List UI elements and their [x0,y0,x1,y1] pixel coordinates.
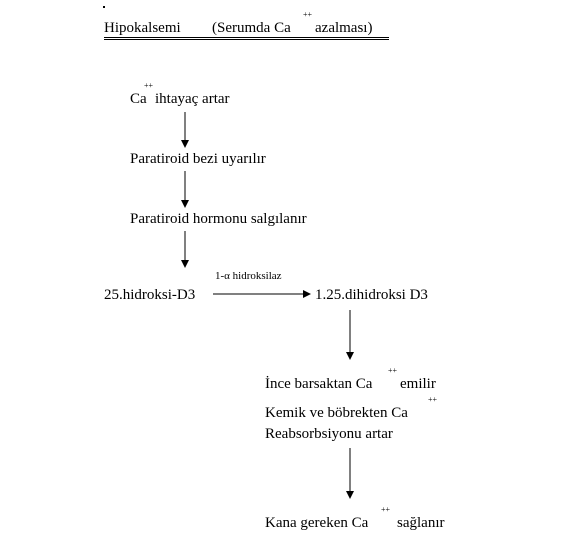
title-paren-close: azalması) [315,20,373,36]
title-main: Hipokalsemi [104,20,181,36]
arrow-conversion [213,290,311,298]
left-compound: 25.hidroksi-D3 [104,287,196,303]
absorption-post: emilir [400,376,436,392]
reabsorption-line-2: Reabsorbsiyonu artar [265,426,393,442]
result-post: sağlanır [397,515,445,531]
result-pre: Kana gereken Ca [265,515,369,531]
reabsorption-pre: Kemik ve böbrekten Ca [265,405,408,421]
ca-need-ion: Ca [130,91,147,107]
ca-need-rest: ihtayaç artar [155,91,230,107]
arrow-hormone-to-compound [181,231,189,268]
title-underline-2 [104,39,389,40]
arrow-stimulated-to-hormone [181,171,189,208]
arrow-to-absorption [346,310,354,360]
ca-need-charge: ++ [144,81,154,90]
absorption-charge: ++ [388,366,398,375]
right-compound: 1.25.dihidroksi D3 [315,287,428,303]
result-charge: ++ [381,505,391,514]
absorption-pre: İnce barsaktan Ca [265,376,373,392]
title-paren-open: (Serumda Ca [212,20,291,36]
step-stimulated: Paratiroid bezi uyarılır [130,151,266,167]
title-charge: ++ [303,10,313,19]
enzyme-label: 1-α hidroksilaz [215,270,282,282]
reabsorption-charge: ++ [428,395,438,404]
title-underline-1 [104,37,389,38]
arrow-to-result [346,448,354,499]
stray-dot [103,6,105,8]
step-hormone: Paratiroid hormonu salgılanır [130,211,307,227]
arrow-ca-to-stimulated [181,112,189,148]
